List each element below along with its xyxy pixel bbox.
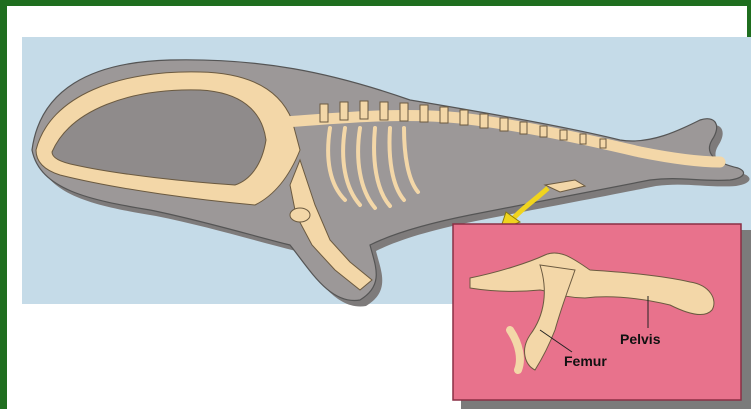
- shoulder-joint: [290, 208, 310, 222]
- pelvis-label: Pelvis: [620, 331, 661, 347]
- femur-label: Femur: [564, 353, 607, 369]
